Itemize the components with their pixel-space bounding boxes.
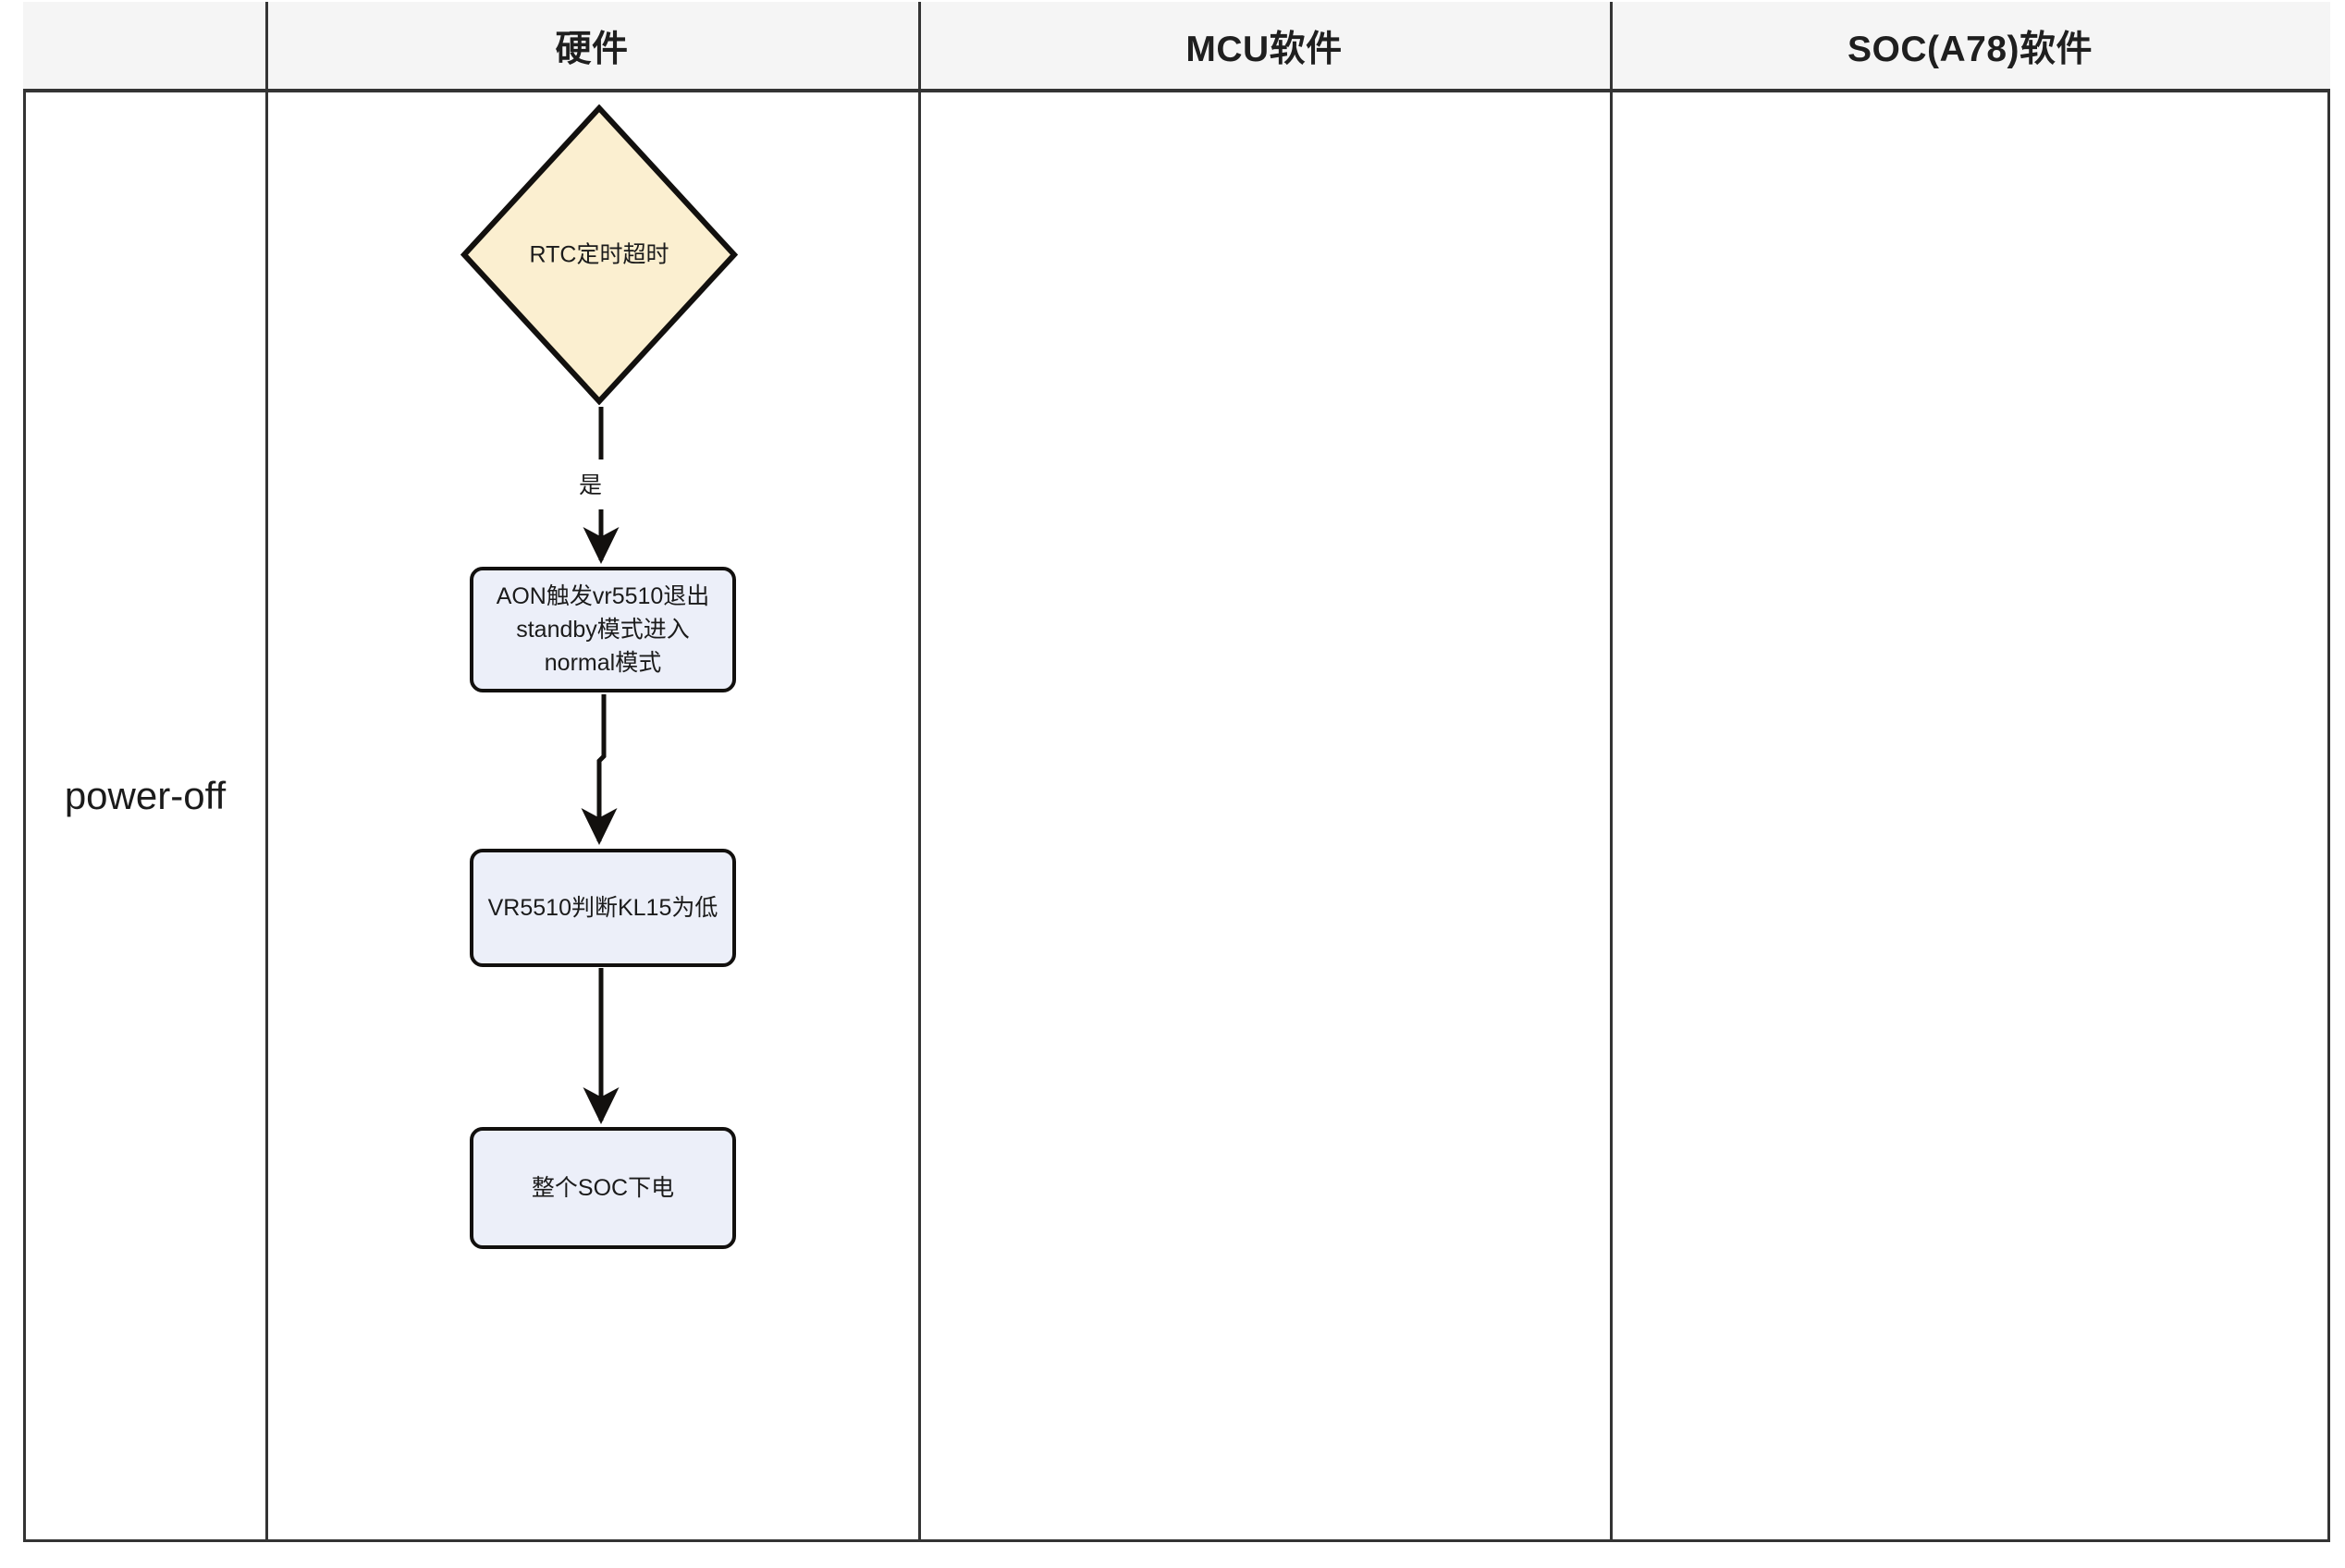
node-rtc-timeout-label: RTC定时超时 xyxy=(529,240,669,267)
node-soc-power-down-label: 整个SOC下电 xyxy=(531,1174,675,1201)
node-aon-trigger[interactable]: AON触发vr5510退出standby模式进入normal模式 xyxy=(470,567,736,692)
lane-label-power-off: power-off xyxy=(64,774,227,817)
node-vr5510-kl15-low-label: VR5510判断KL15为低 xyxy=(487,894,718,921)
header-cell-hardware: 硬件 xyxy=(265,2,918,91)
header-divider-line xyxy=(23,89,2330,92)
header-cell-mcu-software: MCU软件 xyxy=(918,2,1610,91)
column-divider-3 xyxy=(1610,2,1613,1542)
column-divider-2 xyxy=(918,2,921,1542)
edge-label-yes: 是 xyxy=(579,472,603,498)
header-cell-soc-software: SOC(A78)软件 xyxy=(1610,2,2330,91)
header-cell-phase xyxy=(23,2,265,91)
node-aon-trigger-label: AON触发vr5510退出standby模式进入normal模式 xyxy=(496,582,710,677)
diamond-shape xyxy=(460,104,738,405)
column-divider-1 xyxy=(265,2,268,1542)
node-rtc-timeout[interactable]: RTC定时超时 xyxy=(460,104,738,405)
node-soc-power-down[interactable]: 整个SOC下电 xyxy=(470,1127,736,1249)
swimlane-table-frame xyxy=(23,2,2330,1542)
swimlane-header-row: 硬件 MCU软件 SOC(A78)软件 xyxy=(23,2,2330,91)
node-vr5510-kl15-low[interactable]: VR5510判断KL15为低 xyxy=(470,849,736,967)
